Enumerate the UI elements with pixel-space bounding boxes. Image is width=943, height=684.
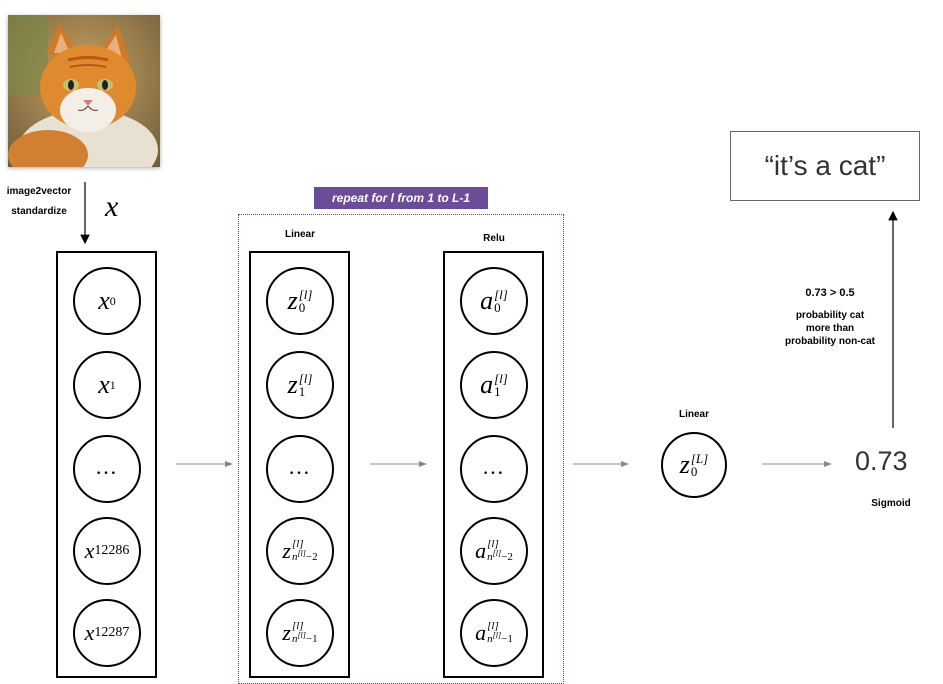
relu-layer: a [l]0 a [l]1 … a [l]n[l]−2 a [l]n[l]−1 xyxy=(443,251,544,678)
preprocess-label: image2vector standardize xyxy=(0,185,78,218)
decision-line-3: probability non-cat xyxy=(785,336,875,347)
output-node: z [L]0 xyxy=(661,432,727,498)
linear-node-n-1: z [l]n[l]−1 xyxy=(266,599,334,667)
decision-explanation: probability cat more than probability no… xyxy=(750,309,910,348)
result-text: “it’s a cat” xyxy=(764,150,886,181)
probability-value: 0.73 xyxy=(855,446,908,476)
cat-image xyxy=(8,15,160,167)
sigmoid-label: Sigmoid xyxy=(871,498,911,509)
linear-layer-label: Linear xyxy=(284,229,315,240)
relu-layer-label: Relu xyxy=(483,233,505,244)
result-box: “it’s a cat” xyxy=(730,131,920,201)
relu-node-0: a [l]0 xyxy=(460,267,528,335)
x-vector-label: x xyxy=(105,190,119,223)
linear-node-ellipsis: … xyxy=(266,435,334,503)
linear-node-1: z [l]1 xyxy=(266,351,334,419)
relu-node-n-1: a [l]n[l]−1 xyxy=(460,599,528,667)
output-layer-label: Linear xyxy=(678,409,709,420)
linear-node-n-2: z [l]n[l]−2 xyxy=(266,517,334,585)
preprocess-line-2: standardize xyxy=(11,206,67,217)
decision-comparison: 0.73 > 0.5 xyxy=(805,287,855,299)
preprocess-line-1: image2vector xyxy=(6,186,72,197)
linear-layer: z [l]0 z [l]1 … z [l]n[l]−2 z [l]n[l]−1 xyxy=(249,251,350,678)
linear-node-0: z [l]0 xyxy=(266,267,334,335)
decision-line-2: more than xyxy=(805,323,855,334)
relu-node-1: a [l]1 xyxy=(460,351,528,419)
decision-line-1: probability cat xyxy=(795,310,865,321)
input-node-ellipsis: … xyxy=(73,435,141,503)
relu-node-ellipsis: … xyxy=(460,435,528,503)
repeat-label: repeat for l from 1 to L-1 xyxy=(314,187,488,209)
relu-node-n-2: a [l]n[l]−2 xyxy=(460,517,528,585)
